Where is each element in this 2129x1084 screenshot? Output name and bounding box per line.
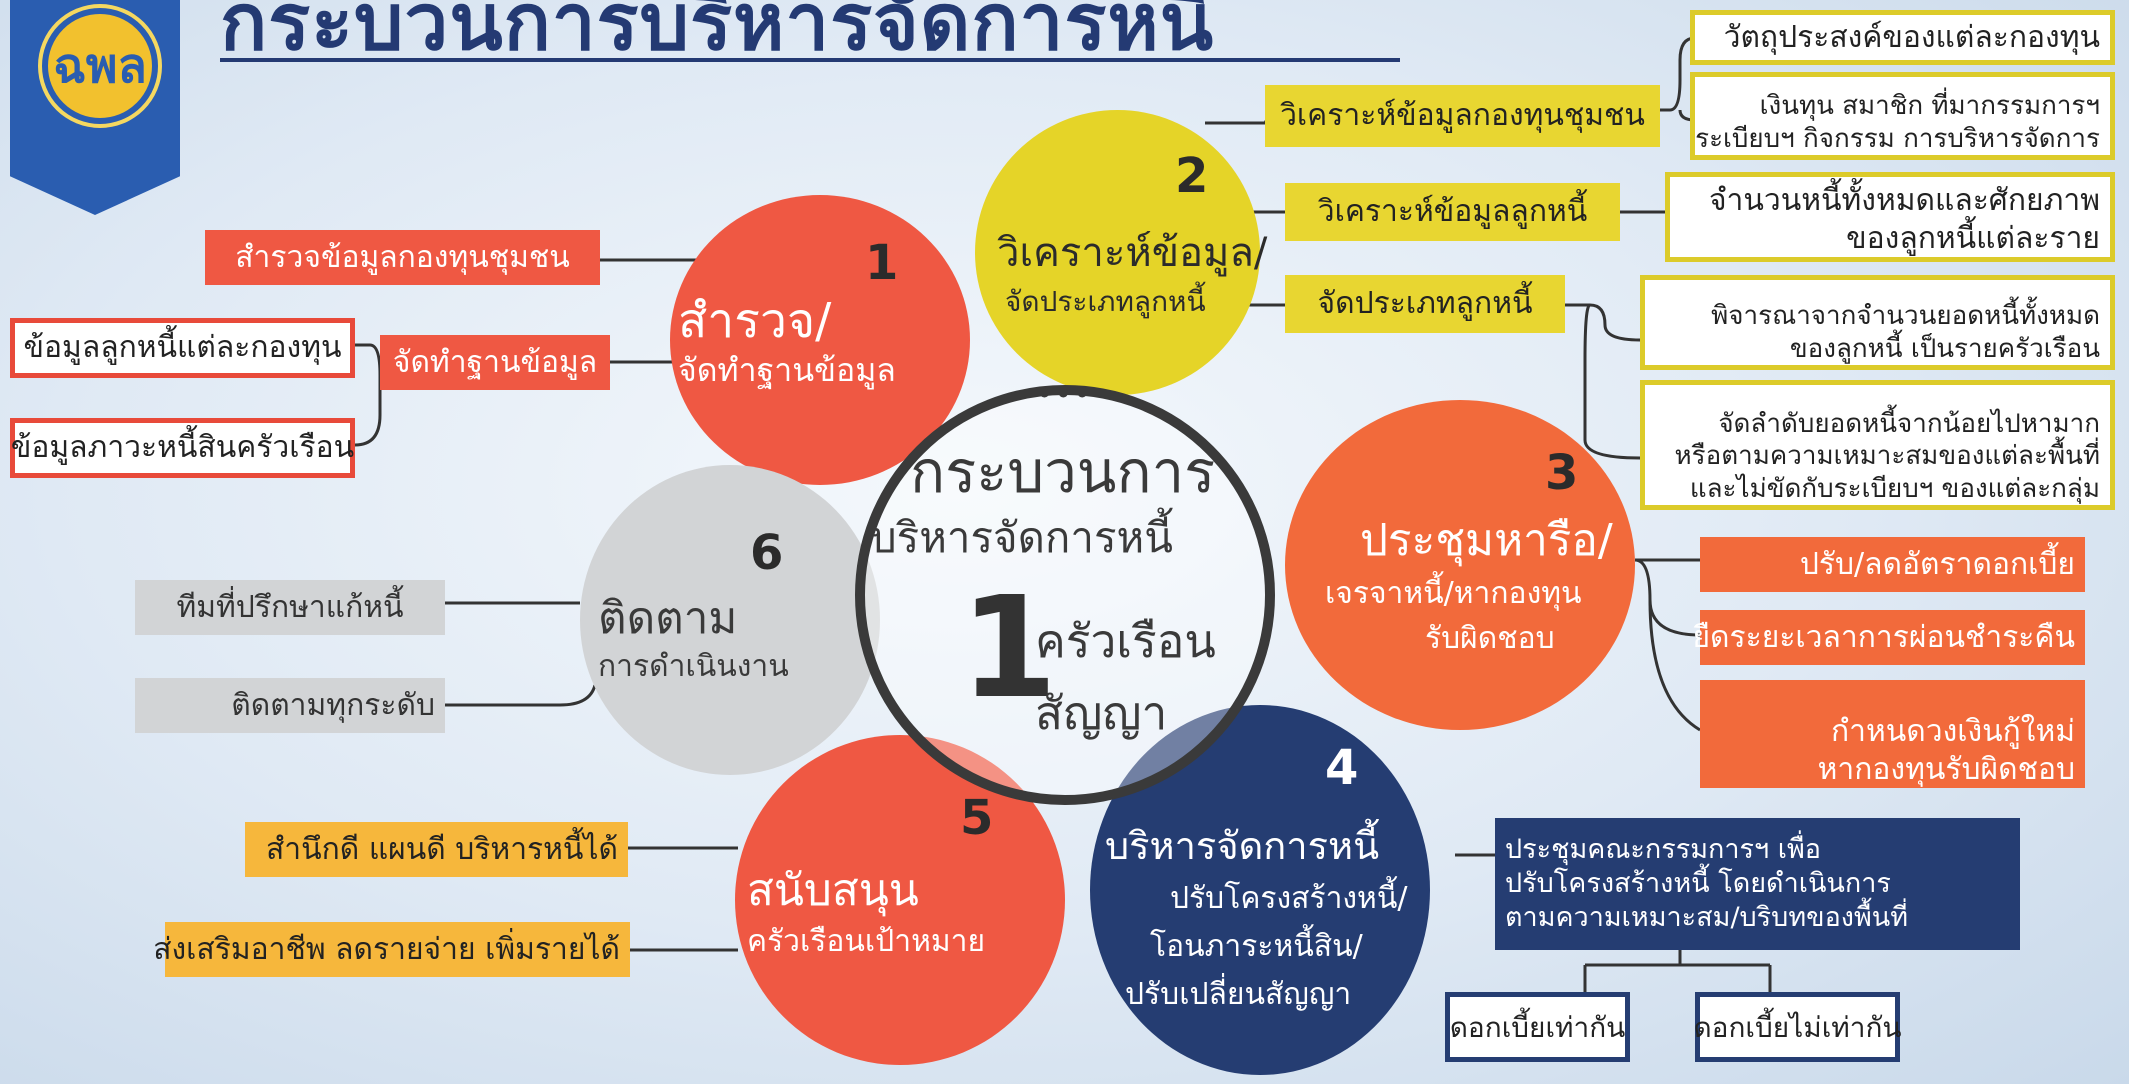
step-2-subtitle: จัดประเภทลูกหนี้ [1005,285,1206,318]
new-lender-line-1: กำหนดวงเงินกู้ใหม่ [1830,714,2075,749]
debt-total-box: จำนวนหนี้ทั้งหมดและศักยภาพ ของลูกหนี้แต่… [1665,172,2115,262]
fund-detail-line-1: เงินทุน สมาชิก ที่มากรรมการฯ [1759,91,2100,121]
step-3-number: 3 [1545,445,1579,501]
meeting-box: ประชุมคณะกรรมการฯ เพื่อ ปรับโครงสร้างหนี… [1495,818,2020,950]
step-2-circle: 2 วิเคราะห์ข้อมูล/ จัดประเภทลูกหนี้ [975,110,1267,395]
new-lender-box: กำหนดวงเงินกู้ใหม่ หากองทุนรับผิดชอบ [1700,680,2085,788]
rank-line-2: หรือตามความเหมาะสมของแต่ละพื้นที่ [1674,441,2100,471]
fund-detail-line-2: ระเบียบฯ กิจกรรม การบริหารจัดการ [1695,123,2100,154]
meeting-line-1: ประชุมคณะกรรมการฯ เพื่อ [1505,834,1822,866]
center-line-4: สัญญา [1035,686,1168,740]
fund-objective-box: วัตถุประสงค์ของแต่ละกองทุน [1690,10,2115,65]
debt-total-line-1: จำนวนหนี้ทั้งหมดและศักยภาพ [1708,183,2100,218]
step-1-subtitle: จัดทำฐานข้อมูล [678,351,896,389]
center-line-3: ครัวเรือน [1035,614,1216,668]
consider-box: พิจารณาจากจำนวนยอดหนี้ทั้งหมด ของลูกหนี้… [1640,275,2115,370]
rank-line-3: และไม่ขัดกับระเบียบฯ ของแต่ละกลุ่ม [1689,473,2100,504]
interest-unequal-box: ดอกเบี้ยไม่เท่ากัน [1693,992,1902,1062]
organization-emblem: ฉพล [42,8,158,124]
step-3-subtitle-2: รับผิดชอบ [1425,621,1555,656]
step-3-title: ประชุมหารือ/ [1360,515,1613,566]
interest-equal-box: ดอกเบี้ยเท่ากัน [1445,992,1630,1062]
center-ring: ••• กระบวนการ บริหารจัดการหนี้ 1 ครัวเรื… [855,375,1275,805]
center-dots: ••• [1035,375,1092,413]
survey-fund-box: สำรวจข้อมูลกองทุนชุมชน [205,230,600,285]
step-5-number: 5 [960,790,994,846]
thrifty-box: สำนึกดี แผนดี บริหารหนี้ได้ [245,822,628,877]
step-5-subtitle: ครัวเรือนเป้าหมาย [747,924,986,959]
step-4-number: 4 [1325,740,1359,796]
step-2-title: วิเคราะห์ข้อมูล/ [997,230,1268,276]
new-lender-line-2: หากองทุนรับผิดชอบ [1817,751,2075,787]
make-db-box: จัดทำฐานข้อมูล [380,335,610,390]
center-big-number: 1 [960,567,1058,730]
career-box: ส่งเสริมอาชีพ ลดรายจ่าย เพิ่มรายได้ [153,922,630,977]
step-4-title: บริหารจัดการหนี้ [1105,824,1380,868]
title-underline [220,58,1400,62]
debtor-per-fund-box: ข้อมูลลูกหนี้แต่ละกองทุน [10,318,355,378]
fund-detail-box: เงินทุน สมาชิก ที่มากรรมการฯ ระเบียบฯ กิ… [1690,72,2115,160]
center-line-1: กระบวนการ [910,438,1216,506]
extend-period-box: ยืดระยะเวลาการผ่อนชำระคืน [1692,610,2085,665]
rank-line-1: จัดลำดับยอดหนี้จากน้อยไปหามาก [1718,408,2100,439]
analyze-fund-box: วิเคราะห์ข้อมูลกองทุนชุมชน [1265,85,1660,147]
step-4-line-3: โอนภาระหนี้สิน/ [1150,929,1363,964]
meeting-line-2: ปรับโครงสร้างหนี้ โดยดำเนินการ [1505,868,1891,900]
follow-all-box: ติดตามทุกระดับ [135,678,445,733]
household-debt-box: ข้อมูลภาวะหนี้สินครัวเรือน [10,418,355,478]
reduce-interest-box: ปรับ/ลดอัตราดอกเบี้ย [1700,537,2085,592]
step-6-number: 6 [750,525,784,581]
step-6-circle: 6 ติดตาม การดำเนินงาน [580,465,880,775]
step-3-circle: 3 ประชุมหารือ/ เจรจาหนี้/หากองทุน รับผิด… [1285,400,1635,730]
step-1-number: 1 [865,235,899,291]
step-6-title: ติดตาม [598,593,738,644]
step-6-subtitle: การดำเนินงาน [598,649,789,684]
step-1-title: สำรวจ/ [678,293,832,349]
consider-line-1: พิจารณาจากจำนวนยอดหนี้ทั้งหมด [1711,301,2100,331]
step-5-title: สนับสนุน [747,865,919,916]
classify-debtor-box: จัดประเภทลูกหนี้ [1285,275,1565,333]
step-3-subtitle: เจรจาหนี้/หากองทุน [1325,576,1582,611]
analyze-debtor-box: วิเคราะห์ข้อมูลลูกหนี้ [1285,183,1620,241]
page-title: กระบวนการบริหารจัดการหนี้ [220,0,1215,68]
center-line-2: บริหารจัดการหนี้ [870,513,1173,562]
meeting-line-3: ตามความเหมาะสม/บริบทของพื้นที่ [1505,901,1909,933]
advisor-team-box: ทีมที่ปรึกษาแก้หนี้ [135,580,445,635]
step-2-number: 2 [1175,148,1209,204]
step-4-circle: 4 บริหารจัดการหนี้ ปรับโครงสร้างหนี้/ โอ… [1090,705,1430,1075]
rank-box: จัดลำดับยอดหนี้จากน้อยไปหามาก หรือตามควา… [1640,380,2115,510]
step-1-circle: 1 สำรวจ/ จัดทำฐานข้อมูล [670,195,970,485]
debt-total-line-2: ของลูกหนี้แต่ละราย [1846,220,2100,256]
consider-line-2: ของลูกหนี้ เป็นรายครัวเรือน [1789,333,2100,364]
step-4-line-2: ปรับโครงสร้างหนี้/ [1170,881,1408,916]
step-4-line-4: ปรับเปลี่ยนสัญญา [1125,977,1352,1012]
